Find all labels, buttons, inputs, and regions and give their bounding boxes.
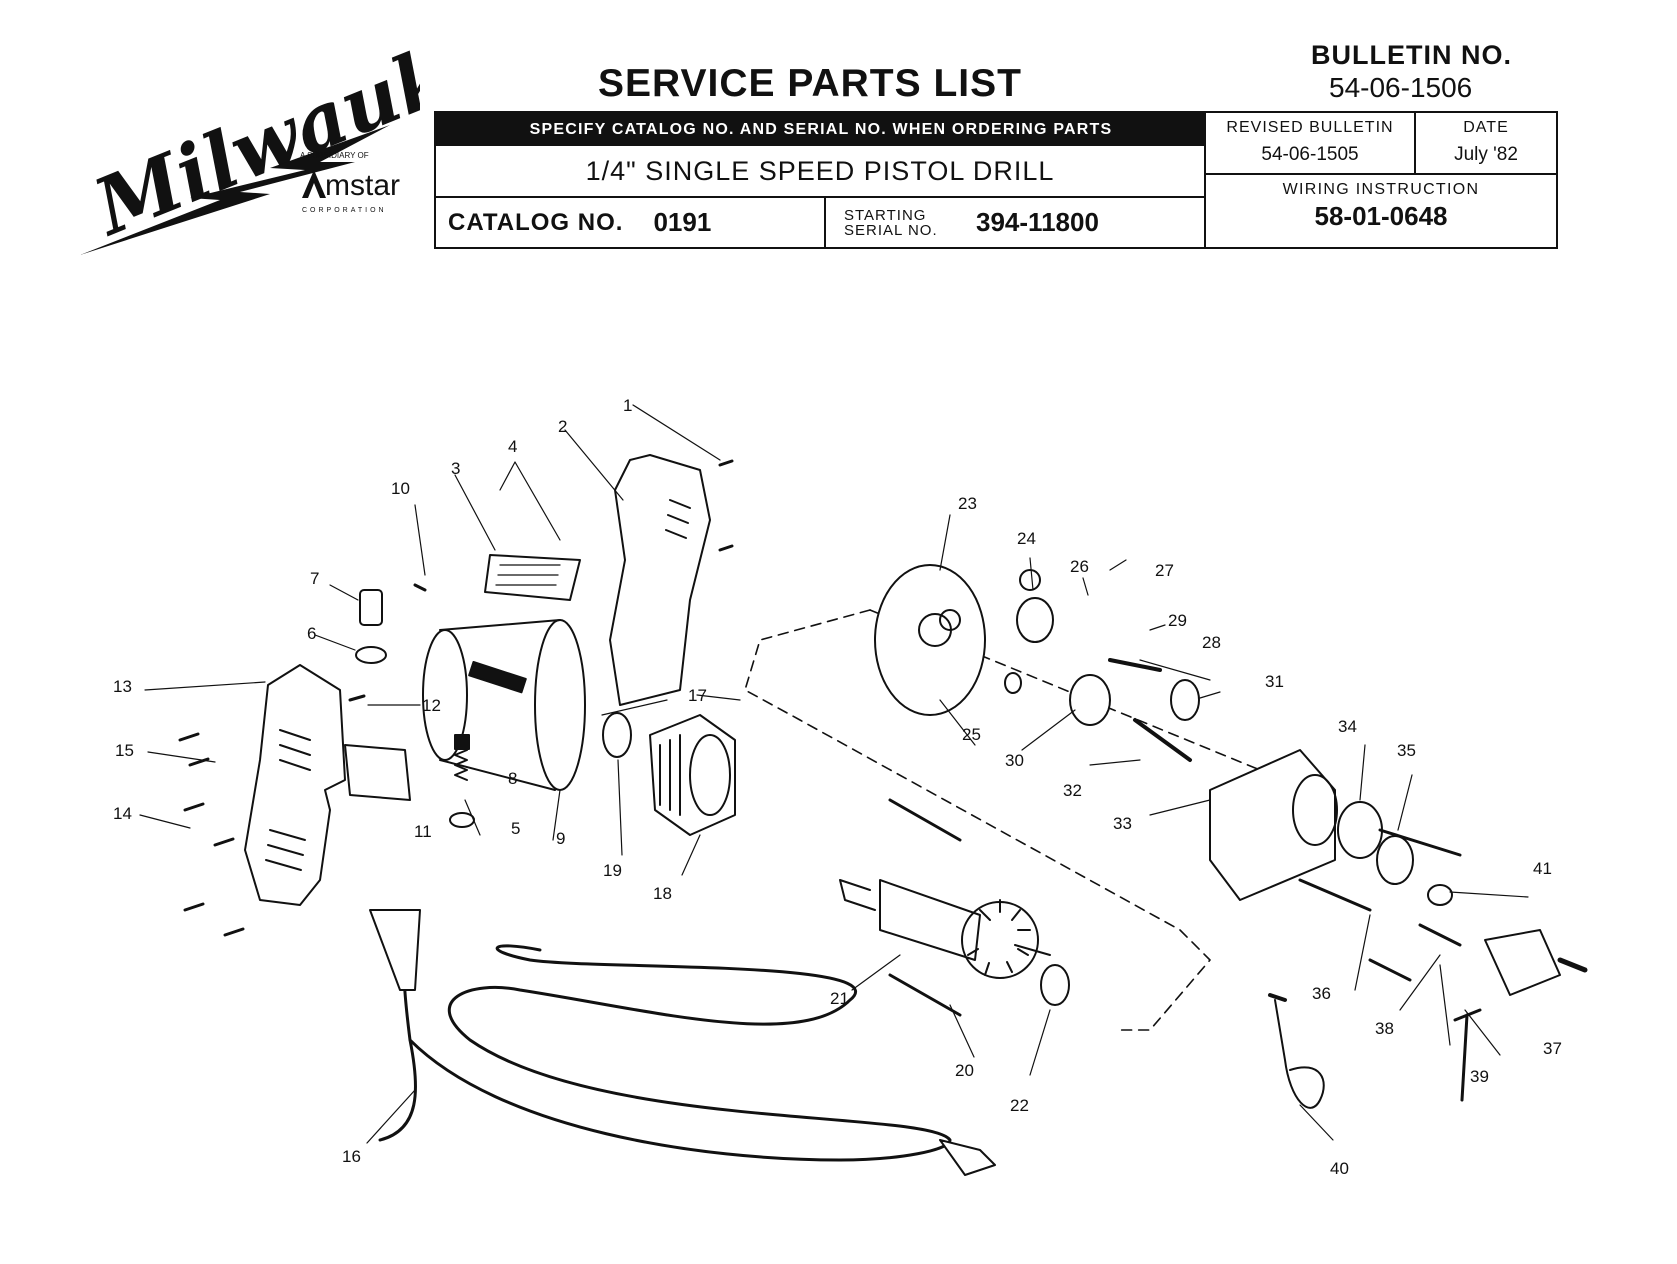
- callout-31: 31: [1265, 672, 1284, 691]
- callout-8: 8: [508, 769, 518, 788]
- callout-35: 35: [1397, 741, 1416, 760]
- serial-label: STARTING SERIAL NO.: [844, 206, 938, 239]
- callout-29: 29: [1168, 611, 1187, 630]
- revised-bulletin-cell: REVISED BULLETIN 54-06-1505: [1206, 113, 1416, 175]
- callout-2: 2: [558, 417, 568, 436]
- callout-1: 1: [623, 396, 633, 415]
- callout-40: 40: [1330, 1159, 1349, 1178]
- callout-36: 36: [1312, 984, 1331, 1003]
- svg-text:mstar: mstar: [325, 169, 400, 202]
- svg-text:A SUBSIDIARY OF: A SUBSIDIARY OF: [300, 151, 369, 160]
- revised-label: REVISED BULLETIN: [1226, 119, 1394, 136]
- specify-banner: SPECIFY CATALOG NO. AND SERIAL NO. WHEN …: [436, 113, 1206, 146]
- serial-cell: STARTING SERIAL NO. 394-11800: [826, 198, 1206, 247]
- wiring-number: 58-01-0648: [1314, 201, 1448, 231]
- callout-39: 39: [1470, 1067, 1489, 1086]
- catalog-label: CATALOG NO.: [448, 208, 624, 236]
- callout-16: 16: [342, 1147, 361, 1166]
- callout-3: 3: [451, 459, 461, 478]
- callout-21: 21: [830, 989, 849, 1008]
- milwaukee-amstar-logo: Milwaukee A SUBSIDIARY OF mstar CORPORAT…: [80, 50, 420, 255]
- wiring-label: WIRING INSTRUCTION: [1282, 181, 1480, 198]
- callout-7: 7: [310, 569, 320, 588]
- wiring-cell: WIRING INSTRUCTION 58-01-0648: [1206, 175, 1556, 247]
- callout-22: 22: [1010, 1096, 1029, 1115]
- callout-14: 14: [113, 804, 132, 823]
- document-title: SERVICE PARTS LIST: [598, 62, 1022, 105]
- callout-17: 17: [688, 686, 707, 705]
- callout-27: 27: [1155, 561, 1174, 580]
- callout-18: 18: [653, 884, 672, 903]
- bulletin-label: BULLETIN NO.: [1311, 40, 1512, 70]
- serial-number: 394-11800: [976, 207, 1099, 237]
- callout-10: 10: [391, 479, 410, 498]
- callout-25: 25: [962, 725, 981, 744]
- date-cell: DATE July '82: [1416, 113, 1556, 175]
- parts-info-table: SPECIFY CATALOG NO. AND SERIAL NO. WHEN …: [434, 111, 1558, 249]
- callout-11: 11: [414, 822, 432, 841]
- callout-41: 41: [1533, 859, 1552, 878]
- callout-26: 26: [1070, 557, 1089, 576]
- callout-15: 15: [115, 741, 134, 760]
- callout-23: 23: [958, 494, 977, 513]
- callout-30: 30: [1005, 751, 1024, 770]
- catalog-cell: CATALOG NO. 0191: [436, 198, 826, 247]
- callout-37: 37: [1543, 1039, 1562, 1058]
- date-label: DATE: [1463, 119, 1509, 136]
- callout-19: 19: [603, 861, 622, 880]
- callout-13: 13: [113, 677, 132, 696]
- date-value: July '82: [1454, 144, 1518, 165]
- callout-34: 34: [1338, 717, 1357, 736]
- callout-33: 33: [1113, 814, 1132, 833]
- svg-text:CORPORATION: CORPORATION: [302, 207, 387, 214]
- callout-9: 9: [556, 829, 566, 848]
- callout-12: 12: [422, 696, 441, 715]
- revised-number: 54-06-1505: [1261, 144, 1359, 165]
- callout-32: 32: [1063, 781, 1082, 800]
- callout-24: 24: [1017, 529, 1036, 548]
- callout-28: 28: [1202, 633, 1221, 652]
- callout-5: 5: [511, 819, 521, 838]
- product-name: 1/4" SINGLE SPEED PISTOL DRILL: [436, 146, 1206, 198]
- callout-38: 38: [1375, 1019, 1394, 1038]
- callout-4: 4: [508, 437, 518, 456]
- callout-20: 20: [955, 1061, 974, 1080]
- bulletin-number: 54-06-1506: [1329, 72, 1473, 103]
- callout-6: 6: [307, 624, 317, 643]
- catalog-number: 0191: [653, 207, 712, 237]
